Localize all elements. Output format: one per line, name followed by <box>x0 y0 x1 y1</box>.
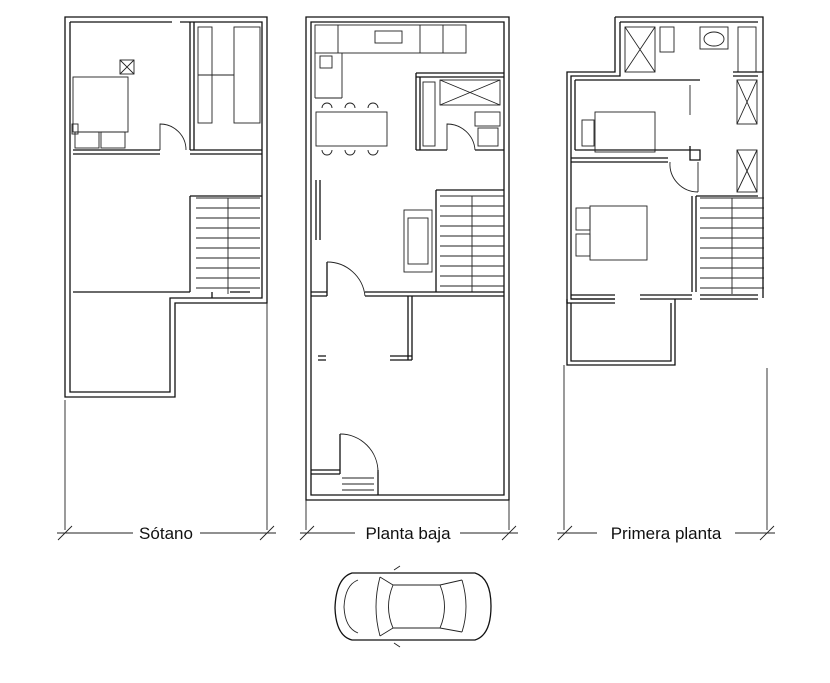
dining-island <box>315 111 388 147</box>
ground-floor-outer-wall <box>305 16 510 501</box>
basement-plan: Sótano <box>57 16 276 543</box>
basement-label: Sótano <box>139 524 193 543</box>
basement-outer-wall <box>64 16 268 398</box>
first-floor-dimension-line <box>557 365 775 541</box>
first-floor-label: Primera planta <box>611 524 722 543</box>
ground-floor-plan: Planta baja <box>299 16 518 543</box>
ground-floor-dimension-line <box>299 500 518 541</box>
kitchen-counter <box>314 24 467 54</box>
basement-bed <box>72 76 129 133</box>
sofa <box>403 209 433 273</box>
master-bed <box>589 205 648 261</box>
ground-floor-label: Planta baja <box>365 524 451 543</box>
first-floor-outer-wall <box>566 16 764 304</box>
car-icon <box>334 565 492 648</box>
first-floor-plan: Primera planta <box>557 16 775 543</box>
basement-dimension-line <box>57 303 276 541</box>
